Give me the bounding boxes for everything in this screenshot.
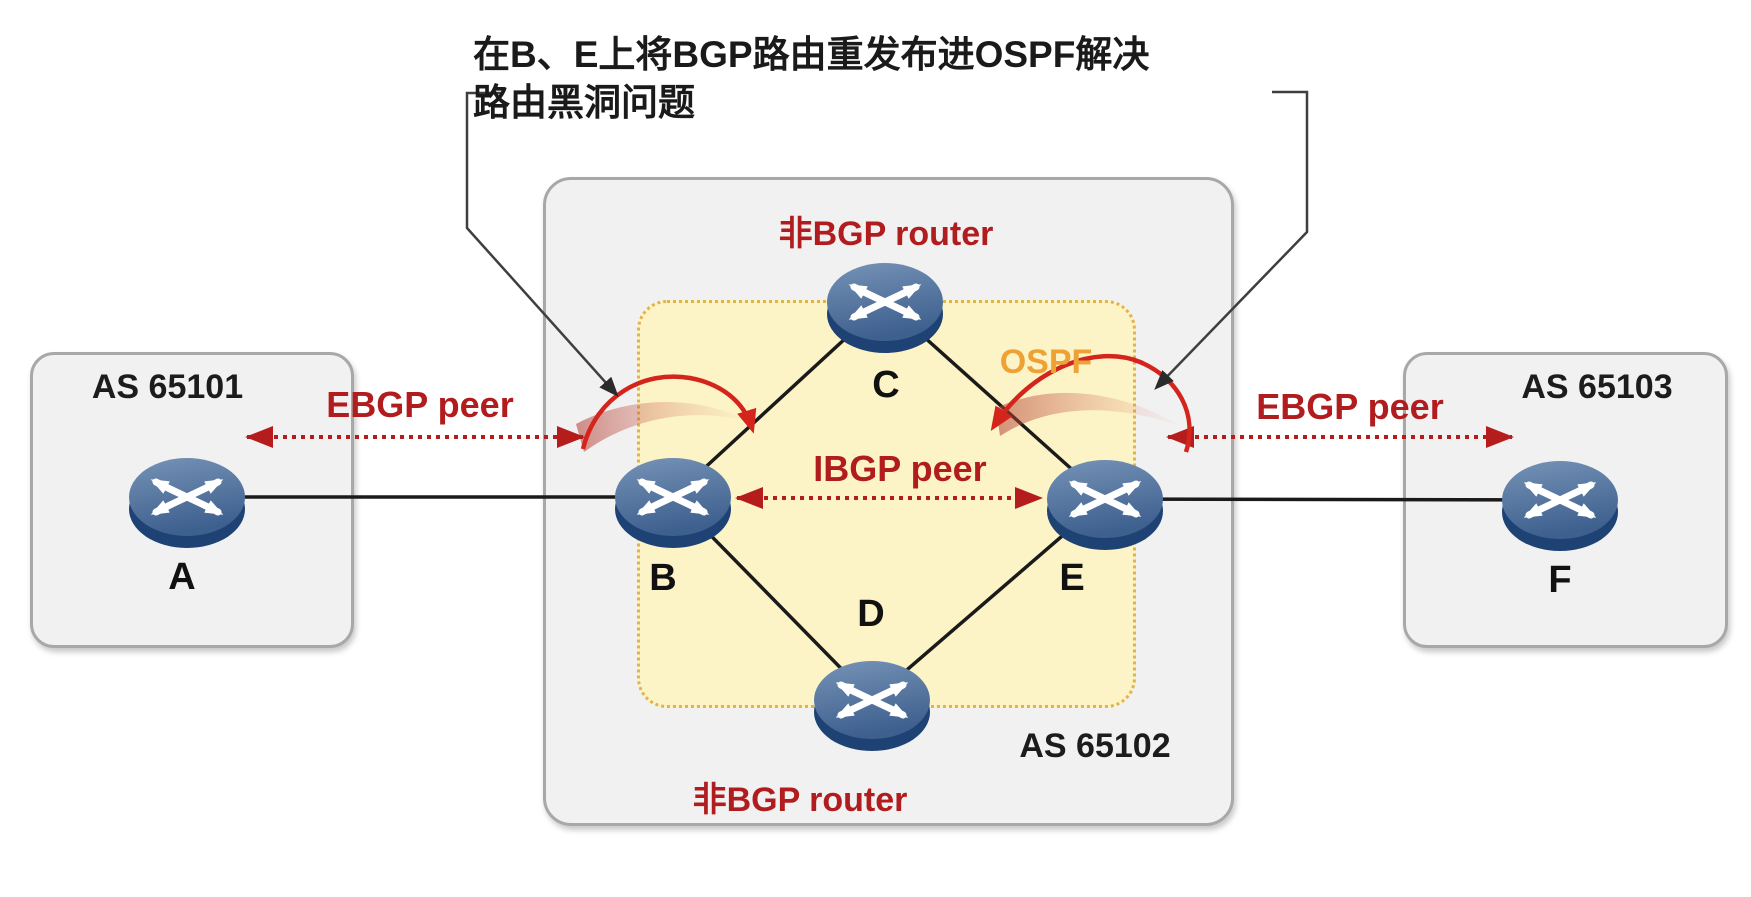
annotation-line2: 路由黑洞问题: [473, 82, 695, 123]
as65103-box: [1403, 352, 1728, 648]
annotation-line1: 在B、E上将BGP路由重发布进OSPF解决: [473, 34, 1150, 75]
ospf-domain-region: [637, 300, 1136, 708]
as65101-box: [30, 352, 354, 648]
